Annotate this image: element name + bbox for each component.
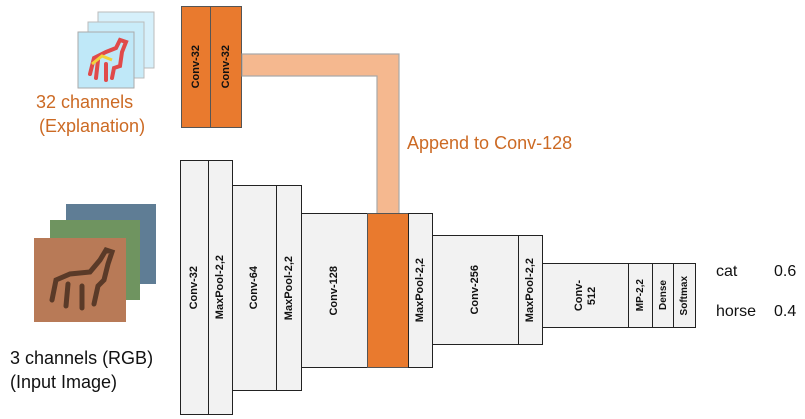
append-label: Append to Conv-128: [407, 133, 573, 153]
input-image-stack: [34, 204, 156, 322]
explanation-caption-line2: (Explanation): [39, 116, 146, 136]
layer-maxpool-4: MaxPool-2,2: [518, 235, 543, 345]
layer-conv-256: Conv-256: [432, 235, 519, 345]
layer-mp: MP-2,2: [628, 263, 653, 328]
layer-conv-64-label: Conv-64: [248, 266, 260, 310]
layer-maxpool-3-label: MaxPool-2,2: [414, 258, 426, 323]
layer-maxpool-2-label: MaxPool-2,2: [282, 255, 295, 321]
layer-maxpool-2: MaxPool-2,2: [276, 185, 302, 391]
layer-dense-label: Dense: [657, 280, 669, 311]
explanation-image-stack: [77, 11, 155, 89]
layer-conv-512: Conv- 512: [542, 263, 629, 328]
layer-appended-explanation: [367, 213, 409, 368]
layer-maxpool-1-label: MaxPool-2,2: [214, 255, 226, 320]
explanation-caption: 32 channels (Explanation): [36, 90, 145, 138]
layer-softmax-label: Softmax: [679, 275, 690, 316]
layer-conv-512-label: Conv- 512: [572, 279, 598, 312]
output-horse-value: 0.4: [774, 303, 797, 320]
explanation-caption-line1: 32 channels: [36, 92, 134, 112]
layer-maxpool-1: MaxPool-2,2: [208, 160, 233, 415]
layer-conv-64: Conv-64: [232, 185, 277, 391]
output-horse-label: horse: [716, 303, 757, 320]
layer-conv-32: Conv-32: [180, 160, 209, 415]
layer-mp-label: MP-2,2: [635, 279, 646, 312]
layer-conv-128: Conv-128: [301, 213, 368, 368]
layer-conv-32-label: Conv-32: [188, 265, 200, 310]
layer-maxpool-4-label: MaxPool-2,2: [524, 257, 536, 323]
layer-maxpool-3: MaxPool-2,2: [408, 213, 433, 368]
input-caption-line2: (Input Image): [10, 372, 118, 392]
output-cat-label: cat: [716, 263, 738, 280]
layer-conv-128-label: Conv-128: [328, 265, 340, 316]
layer-softmax: Softmax: [673, 263, 696, 328]
layer-dense: Dense: [652, 263, 674, 328]
explanation-conv-layer-2: Conv-32: [210, 6, 242, 128]
layer-conv-256-label: Conv-256: [469, 265, 481, 315]
input-caption: 3 channels (RGB) (Input Image): [10, 346, 153, 394]
input-caption-line1: 3 channels (RGB): [10, 348, 154, 368]
output-cat-value: 0.6: [774, 263, 797, 280]
